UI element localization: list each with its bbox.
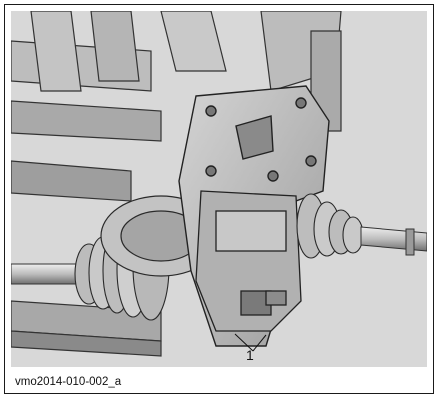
frame-tubes (11, 11, 227, 202)
figure-frame: 1 vmo2014-010-002_a (4, 4, 434, 394)
lower-frame-rail (11, 300, 162, 357)
callout-number: 1 (246, 347, 254, 363)
right-cv-boot (296, 193, 364, 259)
figure-caption: vmo2014-010-002_a (15, 376, 122, 388)
suspension-illustration (11, 11, 427, 367)
illustration-svg (11, 11, 427, 367)
upright-body (195, 190, 302, 332)
callout-leader-lines (234, 333, 267, 352)
right-drive-shaft (360, 226, 427, 256)
left-drive-shaft (11, 263, 82, 285)
